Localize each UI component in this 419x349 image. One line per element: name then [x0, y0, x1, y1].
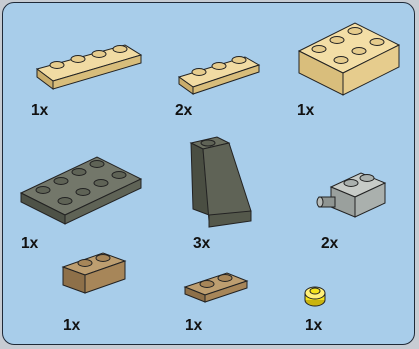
- quantity-label: 2x: [321, 236, 338, 252]
- quantity-label: 1x: [31, 103, 48, 119]
- slope-icon: [183, 135, 263, 235]
- plate-1x4-icon: [33, 39, 143, 99]
- plate-2x4-icon: [17, 153, 147, 233]
- brick-2x3-icon: [295, 15, 405, 95]
- plate-1x3-icon: [175, 51, 265, 101]
- parts-list-panel: 1x 2x 1x: [2, 2, 415, 345]
- plate-1x2-icon: [181, 269, 256, 309]
- round-plate-1x1-icon: [301, 283, 331, 313]
- quantity-label: 1x: [297, 103, 314, 119]
- quantity-label: 1x: [305, 318, 322, 334]
- brick-pin-icon: [315, 167, 395, 227]
- brick-1x2-icon: [59, 249, 134, 299]
- quantity-label: 1x: [185, 318, 202, 334]
- quantity-label: 1x: [63, 318, 80, 334]
- quantity-label: 2x: [175, 103, 192, 119]
- quantity-label: 3x: [193, 236, 210, 252]
- quantity-label: 1x: [21, 236, 38, 252]
